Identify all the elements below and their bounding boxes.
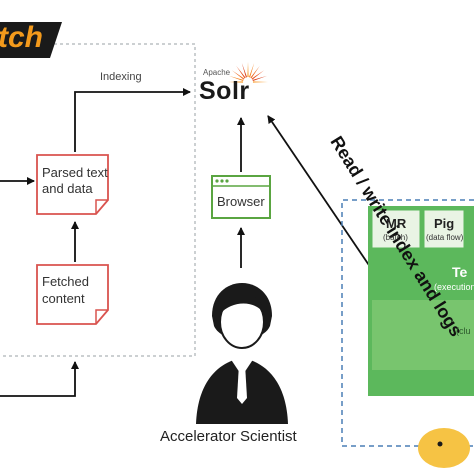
fetched-card <box>36 264 109 325</box>
user-caption: Accelerator Scientist <box>160 428 297 445</box>
nutch-logo-text: tch <box>0 21 43 54</box>
hadoop-group-border <box>341 199 474 447</box>
solr-sun-icon <box>228 62 268 83</box>
solr-sun-ray <box>241 62 248 78</box>
parsed-card <box>36 154 109 215</box>
solr-sun-ray <box>231 70 245 80</box>
solr-sun-ray <box>228 75 244 82</box>
pig-title: Pig <box>434 216 455 231</box>
browser-label: Browser <box>217 194 265 209</box>
indexing-arrow <box>74 88 191 152</box>
fetched-card-line-1: Fetched <box>42 274 89 289</box>
parsed-card-line-2: and data <box>42 181 93 196</box>
parsed-card-line-1: Parsed text <box>42 165 108 180</box>
browser-window <box>211 175 271 219</box>
fetched-card-line-2: content <box>42 291 85 306</box>
tez-subtitle: (execution <box>434 282 474 292</box>
solr-sun-ray <box>252 75 268 82</box>
hadoop-stack <box>368 206 474 396</box>
mr-title: MR <box>386 216 407 231</box>
nutch-group-border <box>0 43 196 357</box>
bottom-loop-arrow <box>0 361 79 397</box>
solr-apache-label: Apache <box>203 68 231 77</box>
solr-sun-ray <box>252 81 268 83</box>
mr-subtitle: (batch) <box>383 233 408 242</box>
solr-sun-ray <box>228 81 244 83</box>
pig-subtitle: (data flow) <box>426 233 464 242</box>
solr-logo-text: Solr <box>199 77 250 105</box>
tez-title: Te <box>452 264 468 280</box>
solr-sun-ray <box>250 65 260 79</box>
solr-sun-ray <box>247 62 249 78</box>
solr-sun-ray <box>248 62 255 78</box>
cluster-label: (clu <box>456 326 471 336</box>
solr-sun-ray <box>251 70 265 80</box>
nutch-logo <box>0 22 62 58</box>
hadoop-elephant-icon <box>418 428 470 468</box>
indexing-label: Indexing <box>100 71 142 83</box>
solr-sun-ray <box>236 65 246 79</box>
person-icon <box>196 283 288 424</box>
